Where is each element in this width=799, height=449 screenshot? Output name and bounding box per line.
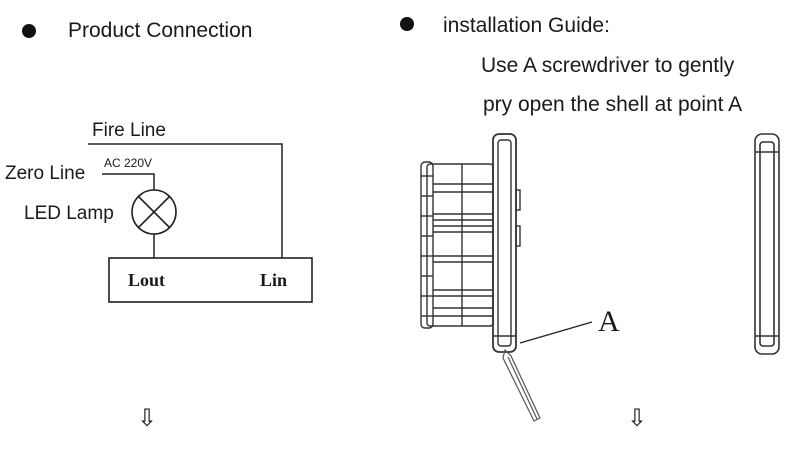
fire-line-wire [88,143,283,258]
product-connection-heading: Product Connection [68,19,253,42]
ac-voltage-label: AC 220V [104,156,153,170]
zero-line-wire [102,173,155,190]
bullet-icon [22,24,36,38]
lin-terminal-label: Lin [260,270,288,290]
down-arrow-icon: ⇩ [627,404,648,432]
screwdriver-icon [502,348,541,422]
instruction-line-2: pry open the shell at point A [483,93,743,116]
point-a-leader [519,321,593,344]
installation-guide-heading: installation Guide: [443,14,610,37]
led-lamp-icon [131,189,177,235]
instruction-line-1: Use A screwdriver to gently [481,54,735,77]
bullet-icon [400,17,414,31]
fire-line-label: Fire Line [92,120,166,141]
point-a-label: A [598,305,620,338]
switch-module-box [108,257,313,303]
device-side-view-icon [420,133,521,353]
front-shell-icon [754,133,780,355]
led-lamp-label: LED Lamp [24,203,114,224]
lout-terminal-label: Lout [128,270,166,290]
down-arrow-icon: ⇩ [137,404,158,432]
zero-line-label: Zero Line [5,163,86,184]
